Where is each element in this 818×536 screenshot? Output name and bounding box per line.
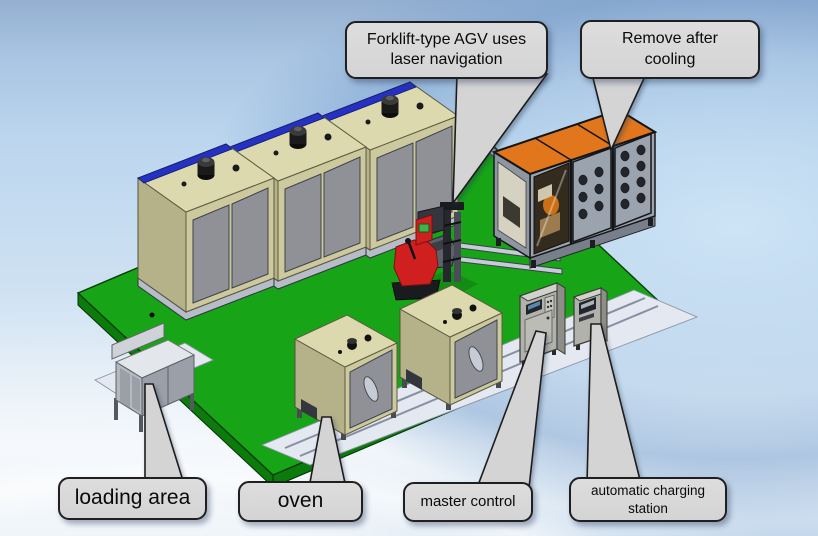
oven-grille bbox=[301, 399, 317, 420]
vent-panel bbox=[572, 146, 612, 244]
large-oven-1 bbox=[136, 143, 276, 321]
callout-charging-station: automatic charging station bbox=[569, 477, 727, 522]
callout-charging-line2: station bbox=[628, 500, 668, 516]
oven-door bbox=[284, 173, 322, 273]
oven-grille bbox=[406, 369, 422, 390]
callout-charging-line1: automatic charging bbox=[590, 483, 706, 499]
agv-mast bbox=[443, 208, 451, 282]
master-control-cabinet bbox=[518, 282, 567, 366]
callout-oven: oven bbox=[238, 481, 363, 522]
callout-cooling: Remove after cooling bbox=[580, 20, 760, 79]
small-oven-1 bbox=[293, 314, 399, 440]
top-knobs bbox=[443, 304, 477, 324]
callout-loading-area: loading area bbox=[58, 477, 207, 520]
top-motor bbox=[365, 95, 424, 125]
callout-cooling-line1: Remove after bbox=[621, 30, 719, 48]
blue-rail bbox=[137, 143, 233, 184]
callout-agv-line2: laser navigation bbox=[390, 51, 503, 68]
oven-roof bbox=[293, 314, 399, 368]
vent-holes bbox=[578, 166, 604, 220]
oven-door bbox=[192, 204, 230, 304]
callout-agv: Forklift-type AGV uses laser navigation bbox=[345, 21, 548, 79]
callout-tails bbox=[144, 73, 648, 489]
callout-oven-label: oven bbox=[277, 489, 324, 513]
oven-door bbox=[376, 142, 414, 242]
callout-cooling-line2: cooling bbox=[644, 50, 696, 68]
charger-slot bbox=[579, 313, 594, 322]
top-motor bbox=[181, 157, 240, 187]
callout-loading-label: loading area bbox=[74, 486, 191, 510]
oven-roof bbox=[398, 284, 504, 338]
callout-agv-line1: Forklift-type AGV uses bbox=[366, 30, 527, 48]
oven-door bbox=[231, 187, 269, 289]
top-motor bbox=[273, 126, 332, 156]
machine-feet bbox=[496, 218, 653, 268]
vent-holes bbox=[620, 144, 646, 210]
vent-panel bbox=[614, 132, 652, 229]
platform-lip bbox=[111, 322, 165, 360]
agv-lever bbox=[407, 242, 417, 260]
machine-interior bbox=[536, 169, 567, 247]
door-window bbox=[363, 376, 379, 402]
cooling-machine bbox=[491, 108, 658, 269]
agv-body bbox=[393, 239, 439, 287]
floor-marker bbox=[149, 312, 155, 318]
oven-door bbox=[323, 156, 361, 258]
callout-master-label: master control bbox=[420, 493, 516, 511]
top-knobs bbox=[338, 334, 372, 354]
agv-screen bbox=[418, 223, 430, 233]
small-oven-2 bbox=[398, 284, 504, 410]
door-window bbox=[468, 346, 484, 372]
platform-legs bbox=[114, 390, 194, 432]
forklift-agv bbox=[391, 202, 478, 306]
callout-master-control: master control bbox=[403, 482, 533, 522]
cabinet-side bbox=[556, 282, 566, 355]
